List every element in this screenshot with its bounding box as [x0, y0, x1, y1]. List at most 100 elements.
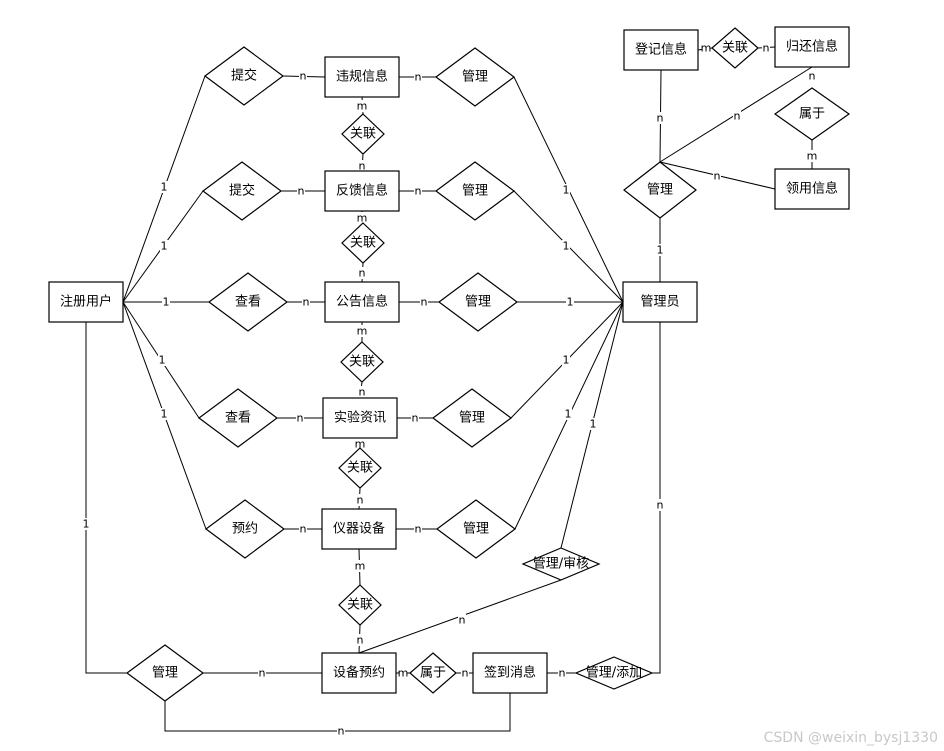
relationship-diamond — [623, 161, 697, 219]
cardinality-pad — [160, 240, 168, 252]
relationship-label: 管理/审核 — [533, 557, 589, 572]
cardinality-pad — [656, 244, 664, 256]
entity-box — [472, 652, 548, 694]
cardinality-label: n — [657, 499, 664, 512]
cardinality-label: m — [807, 150, 818, 163]
relationship-reserve: 预约 — [204, 499, 286, 559]
relationship-label: 提交 — [229, 183, 255, 199]
relationship-assoc-3: 关联 — [340, 341, 384, 383]
relationship-label: 管理 — [462, 70, 488, 85]
entity-reservation: 设备预约 — [321, 652, 397, 694]
cardinality-pad — [762, 42, 770, 54]
relationship-label: 查看 — [235, 294, 261, 310]
cardinality-pad — [358, 325, 366, 337]
cardinality-pad — [162, 296, 170, 308]
entity-box — [48, 281, 124, 323]
cardinality-pad — [337, 725, 345, 737]
cardinality-pad — [356, 494, 364, 506]
cardinality-pad — [414, 523, 422, 535]
cardinality-label: n — [300, 70, 307, 83]
relationship-diamond — [434, 161, 516, 221]
entity-return: 归还信息 — [774, 26, 850, 68]
cardinality-pad — [358, 100, 366, 112]
cardinality-label: 1 — [161, 408, 168, 421]
cardinality-label: n — [459, 614, 466, 627]
cardinality-label: n — [415, 71, 422, 84]
cardinality-pad — [411, 412, 419, 424]
entity-instrument: 仪器设备 — [321, 508, 397, 550]
cardinality-label: n — [462, 667, 469, 680]
entity-notice: 公告信息 — [324, 281, 400, 323]
relationship-label: 管理 — [647, 183, 673, 198]
entity-box — [321, 508, 397, 550]
entity-box — [324, 281, 400, 323]
entity-box — [623, 29, 699, 71]
cardinality-label: n — [415, 185, 422, 198]
relationship-label: 管理 — [462, 184, 488, 199]
cardinality-label: 1 — [161, 240, 168, 253]
cardinality-label: 1 — [567, 296, 574, 309]
relationship-manage-audit: 管理/审核 — [521, 547, 601, 581]
cardinality-label: m — [357, 325, 368, 338]
relationship-diamond — [435, 499, 517, 559]
relationship-assoc-4: 关联 — [338, 447, 382, 489]
entity-box — [324, 56, 400, 98]
relationship-diamond — [431, 388, 513, 448]
cardinality-pad — [458, 614, 466, 626]
relationship-diamond — [341, 113, 385, 155]
cardinality-pad — [420, 296, 428, 308]
cardinality-pad — [302, 296, 310, 308]
cardinality-label: n — [734, 110, 741, 123]
cardinality-label: 1 — [163, 296, 170, 309]
entity-label: 签到消息 — [484, 665, 536, 681]
relationship-label: 关联 — [350, 127, 376, 142]
entity-user: 注册用户 — [48, 281, 124, 323]
connector-line — [85, 322, 127, 674]
entity-feedback: 反馈信息 — [324, 170, 400, 212]
relationship-diamond — [434, 47, 516, 107]
relationship-label: 管理/添加 — [586, 666, 642, 681]
relationship-diamond — [437, 272, 519, 332]
relationship-manage-2: 管理 — [434, 161, 516, 221]
entity-label: 登记信息 — [635, 42, 687, 58]
relationship-diamond — [773, 87, 851, 141]
cardinality-label: n — [559, 667, 566, 680]
relationship-label: 关联 — [722, 41, 748, 56]
connector-line — [652, 322, 661, 674]
relationship-label: 预约 — [232, 522, 258, 537]
cardinality-label: n — [259, 667, 266, 680]
cardinality-pad — [356, 634, 364, 646]
relationship-label: 关联 — [347, 461, 373, 476]
cardinality-label: m — [398, 667, 409, 680]
cardinality-pad — [158, 354, 166, 366]
cardinality-pad — [562, 354, 570, 366]
cardinality-label: n — [359, 267, 366, 280]
cardinality-pad — [160, 408, 168, 420]
entity-label: 注册用户 — [60, 294, 112, 310]
relationship-diamond — [201, 161, 283, 221]
relationship-manage-4: 管理 — [431, 388, 513, 448]
entity-lab-news: 实验资讯 — [322, 397, 398, 439]
relationship-manage-5: 管理 — [435, 499, 517, 559]
relationship-diamond — [204, 499, 286, 559]
cardinality-pad — [713, 170, 721, 182]
cardinality-pad — [399, 667, 407, 679]
entity-label: 反馈信息 — [336, 183, 388, 199]
cardinality-pad — [358, 160, 366, 172]
entity-label: 管理员 — [640, 295, 679, 310]
entity-label: 设备预约 — [333, 665, 385, 681]
relationship-manage-1: 管理 — [434, 47, 516, 107]
entity-box — [774, 26, 850, 68]
relationship-manage-user: 管理 — [125, 644, 205, 702]
cardinality-label: n — [359, 386, 366, 399]
cardinality-pad — [258, 667, 266, 679]
cardinality-label: n — [415, 523, 422, 536]
relationship-label: 属于 — [799, 107, 825, 122]
entity-label: 违规信息 — [336, 69, 388, 85]
relationship-label: 关联 — [347, 598, 373, 613]
cardinality-label: m — [357, 212, 368, 225]
cardinality-label: 1 — [563, 240, 570, 253]
entity-label: 归还信息 — [786, 39, 838, 55]
cardinality-label: n — [357, 634, 364, 647]
